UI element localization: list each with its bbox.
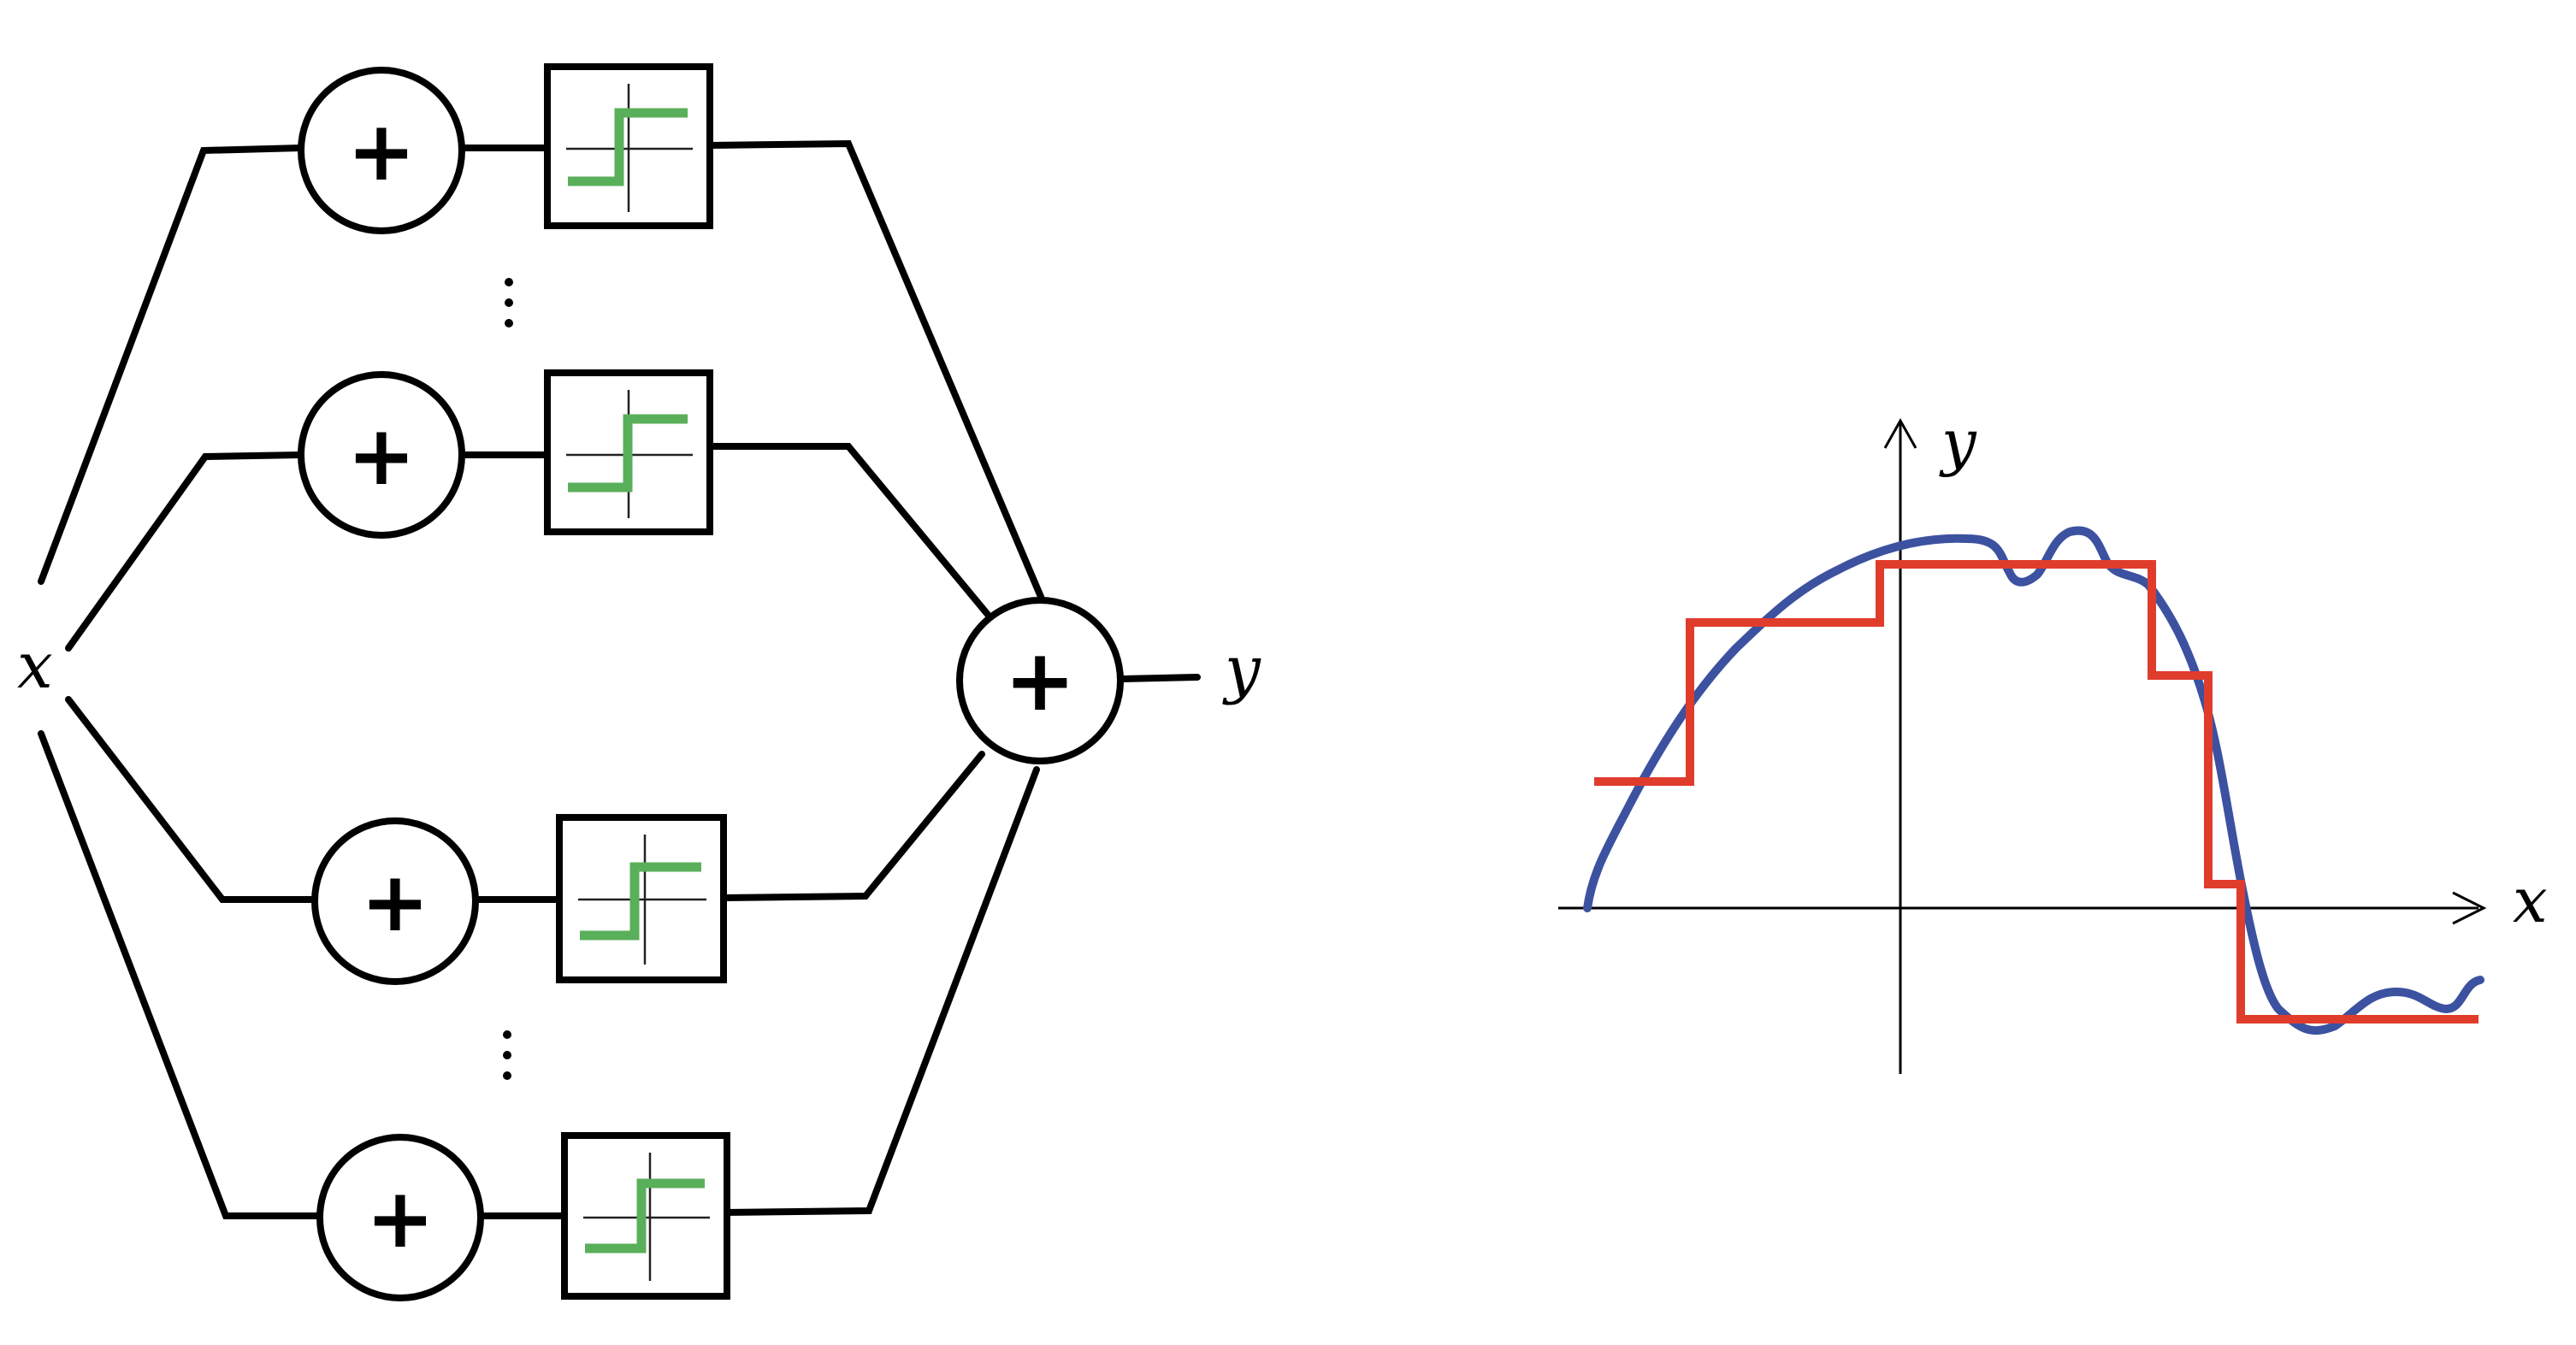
vertical-ellipsis (505, 278, 513, 327)
branch-sum-node-4 (316, 1134, 484, 1301)
input-label: x (17, 629, 53, 703)
sum-symbol: + (347, 103, 416, 199)
vertical-ellipsis (503, 1030, 511, 1080)
approximation-plot: y x (1558, 406, 2548, 1074)
activation-box-4 (561, 1132, 730, 1300)
target-curve (1583, 526, 2484, 1035)
network-diagram (38, 63, 1201, 1301)
branch-sum-node-1 (298, 67, 465, 234)
branch-sum-node-2 (298, 371, 465, 539)
branch-sum-node-3 (311, 817, 479, 985)
step-function-icon (566, 390, 693, 518)
step-function-icon (578, 835, 706, 965)
output-sum-node (956, 597, 1124, 764)
step-function-icon (583, 1153, 710, 1281)
sum-symbols: + + + + + (347, 103, 1076, 1266)
output-fanin-lines (706, 139, 1047, 1216)
step-function-icon (566, 84, 693, 212)
output-line (1119, 674, 1201, 682)
step-activation-icons (566, 84, 710, 1281)
sum-symbol: + (361, 854, 429, 950)
output-label: y (1222, 633, 1261, 706)
sum-symbol: + (366, 1171, 434, 1266)
sum-symbol: + (347, 408, 416, 504)
x-axis-arrowhead (2452, 891, 2487, 925)
sum-symbol: + (1004, 630, 1076, 730)
plot-x-label: x (2513, 864, 2548, 936)
plot-y-label: y (1939, 406, 1977, 478)
plot-axes (1558, 417, 2487, 1074)
ellipsis-markers (503, 278, 513, 1080)
branch-connectors (460, 145, 568, 1219)
input-fanout-lines (38, 145, 322, 1219)
y-axis-arrowhead (1883, 417, 1917, 449)
staircase-approximation (1594, 560, 2479, 1023)
